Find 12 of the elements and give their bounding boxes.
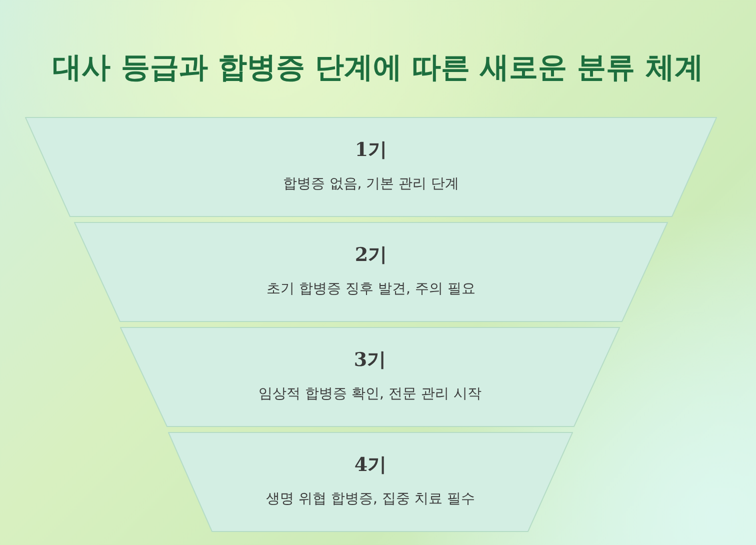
stage-description: 합병증 없음, 기본 관리 단계	[282, 175, 460, 193]
stage-heading: 3기	[352, 348, 388, 373]
title: 대사 등급과 합병증 단계에 따른 새로운 분류 체계	[52, 49, 704, 86]
funnel-stage	[25, 117, 717, 217]
stage-description: 임상적 합병증 확인, 전문 관리 시작	[258, 385, 482, 403]
stage-heading: 1기	[354, 138, 388, 163]
funnel-stage	[74, 222, 668, 322]
stage-heading: 4기	[353, 453, 388, 478]
stage-description: 생명 위협 합병증, 집중 치료 필수	[265, 490, 476, 508]
funnel-stage	[120, 327, 620, 427]
stage-heading: 2기	[354, 243, 388, 268]
stage-description: 초기 합병증 징후 발견, 주의 필요	[266, 280, 476, 298]
